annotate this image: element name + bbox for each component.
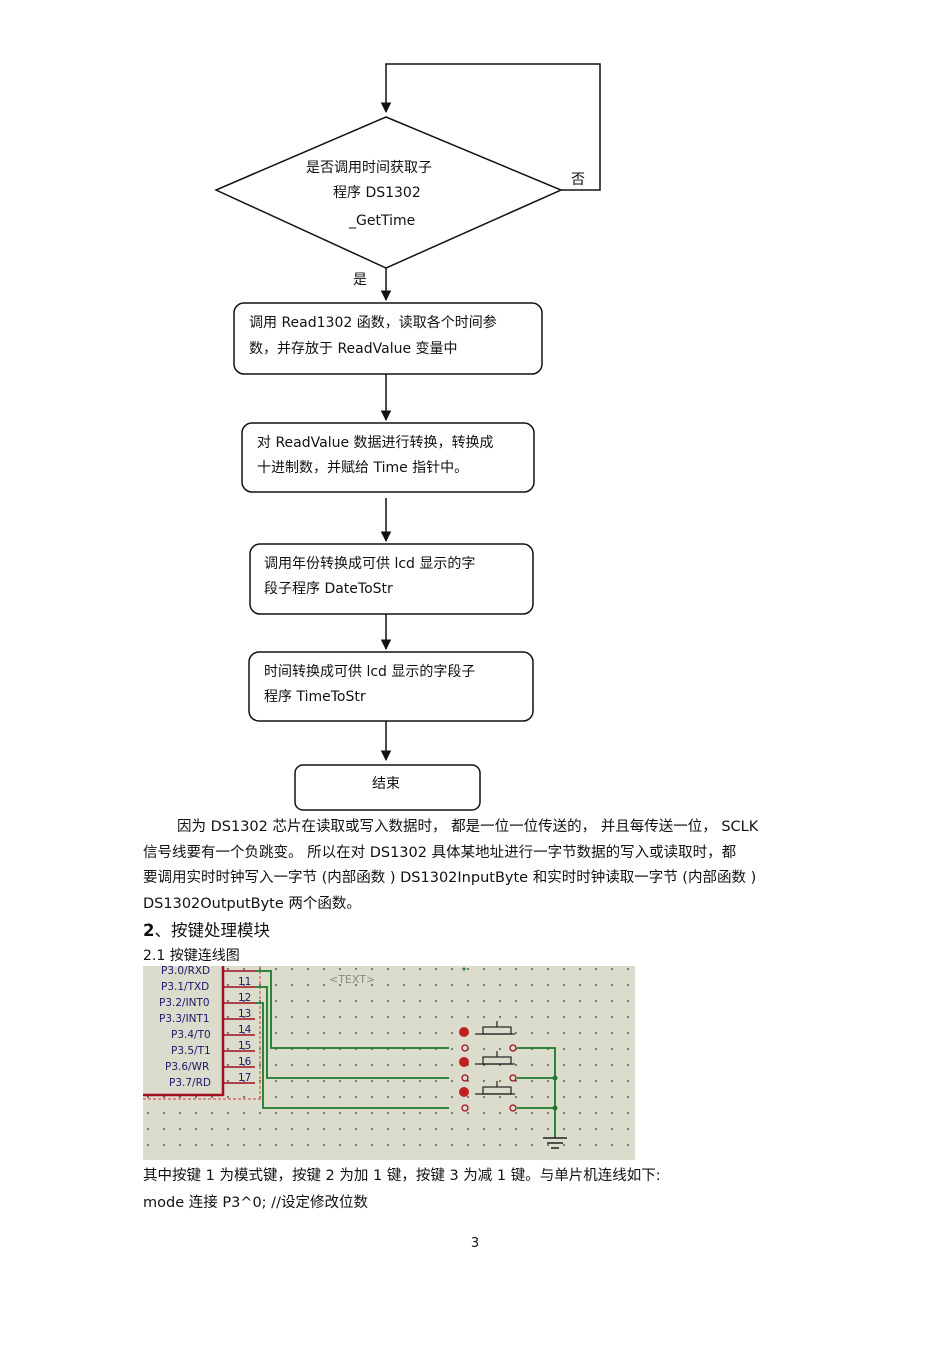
text-placeholder-tag: <TEXT> [329,973,376,986]
pushbutton-3 [459,1081,517,1112]
pin-label: P3.4/T0 [171,1029,211,1041]
pin-number: 13 [238,1008,252,1020]
pin-number: 12 [238,992,252,1004]
pin-number: 17 [238,1072,252,1084]
box3-text-2: 段子程序 DateToStr [264,581,393,597]
no-label: 否 [571,172,585,188]
decision-text-2: 程序 DS1302 [333,185,421,201]
box1-text-2: 数，并存放于 ReadValue 变量中 [249,341,458,357]
paragraph-line-3: 要调用实时时钟写入一字节 (内部函数 ) DS1302InputByte 和实时… [143,870,757,886]
box2-text-2: 十进制数，并赋给 Time 指针中。 [257,460,469,476]
key-description: 其中按键 1 为模式键，按键 2 为加 1 键，按键 3 为减 1 键。与单片机… [143,1168,661,1184]
circuit-drawing [143,966,635,1160]
pin-number: 11 [238,976,252,988]
pin-label: P3.5/T1 [171,1045,211,1057]
pin-label: P3.6/WR [165,1061,210,1073]
box-datetostr [249,543,534,615]
pin-label: P3.2/INT0 [159,997,210,1009]
key-circuit-diagram: P3.0/RXD P3.1/TXD P3.2/INT0 P3.3/INT1 P3… [143,966,635,1160]
pin-number: 14 [238,1024,252,1036]
pin-label: P3.1/TXD [161,981,210,993]
pin-number: 16 [238,1056,252,1068]
paragraph-line-1: 因为 DS1302 芯片在读取或写入数据时， 都是一位一位传送的， 并且每传送一… [177,819,759,835]
decision-text-1: 是否调用时间获取子 [306,160,432,176]
section-number: 2 [143,921,155,940]
pin-label: P3.7/RD [169,1077,211,1089]
subsection-heading: 2.1 按键连线图 [143,948,240,964]
pin-label: P3.0/RXD [161,966,211,977]
box4-text-2: 程序 TimeToStr [264,689,366,705]
section-heading: 2、按键处理模块 [143,917,270,941]
pin-label: P3.3/INT1 [159,1013,210,1025]
box2-text-1: 对 ReadValue 数据进行转换，转换成 [257,435,494,451]
page-number: 3 [470,1236,480,1251]
yes-label: 是 [353,272,367,288]
end-text: 结束 [372,776,400,792]
box-timetostr [248,651,534,722]
decision-text-3: _GetTime [349,213,416,229]
box-end [294,764,481,811]
paragraph-line-4: DS1302OutputByte 两个函数。 [143,896,361,912]
loop-back-line [380,63,601,191]
pushbutton-2 [459,1051,517,1082]
pin-number: 15 [238,1040,252,1052]
section-title: 、按键处理模块 [154,921,270,940]
box4-text-1: 时间转换成可供 lcd 显示的字段子 [264,664,476,680]
paragraph-line-2: 信号线要有一个负跳变。 所以在对 DS1302 具体某地址进行一字节数据的写入或… [143,845,737,861]
box1-text-1: 调用 Read1302 函数，读取各个时间参 [249,315,497,331]
pushbutton-1 [459,1021,517,1052]
box3-text-1: 调用年份转换成可供 lcd 显示的字 [264,556,476,572]
box-read1302 [233,302,543,375]
box-convert [241,422,535,493]
code-line-mode: mode 连接 P3^0; //设定修改位数 [143,1195,368,1211]
flowchart [214,63,601,811]
